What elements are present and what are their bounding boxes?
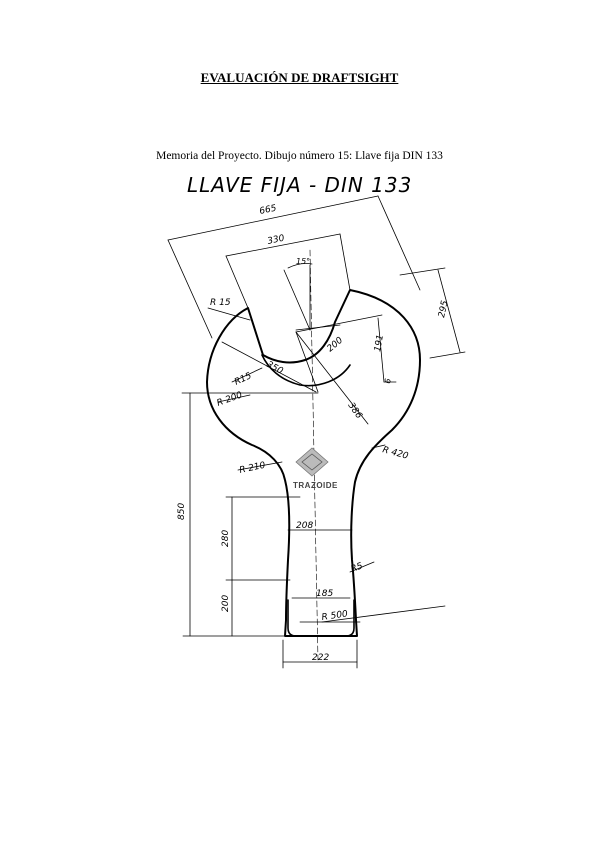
- dim-280: 280: [221, 530, 231, 547]
- dim-850: 850: [177, 503, 187, 520]
- dim-295: 295: [437, 299, 450, 318]
- svg-text:TRAZOIDE: TRAZOIDE: [293, 481, 338, 490]
- dim-191: 191: [373, 334, 386, 353]
- page-title: EVALUACIÓN DE DRAFTSIGHT: [200, 70, 399, 85]
- dim-665: 665: [259, 204, 278, 217]
- dim-185: 185: [316, 589, 333, 599]
- dim-330: 330: [267, 234, 286, 247]
- dim-222: 222: [312, 653, 329, 663]
- drawing-caption: Memoria del Proyecto. Dibujo número 15: …: [156, 150, 443, 162]
- handle-end: [287, 599, 355, 637]
- drawing-title: LLAVE FIJA - DIN 133: [187, 173, 412, 197]
- dim-r500: R 500: [321, 609, 349, 623]
- jaw-slot-edge: [261, 354, 351, 387]
- dim-200-vertical: 200: [221, 595, 231, 612]
- dim-r210: R 210: [239, 461, 267, 476]
- dim-6: 6: [383, 378, 393, 385]
- dim-208: 208: [296, 521, 313, 531]
- dim-386: 386: [346, 401, 364, 421]
- dim-r15-top: R 15: [210, 298, 231, 308]
- trazoide-logo: TRAZOIDE: [293, 447, 338, 490]
- dim-r5: R5: [350, 561, 365, 575]
- dim-15deg: 15°: [296, 257, 310, 266]
- dim-r420: R 420: [381, 445, 409, 462]
